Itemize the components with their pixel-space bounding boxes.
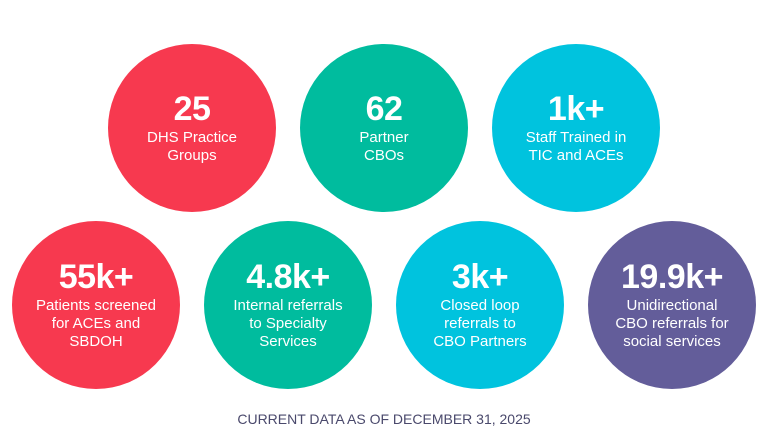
stat-value: 1k+	[547, 90, 605, 128]
stat-label-line: social services	[623, 333, 721, 350]
stat-label-line: CBO Partners	[433, 333, 527, 350]
stat-label-line: TIC and ACEs	[528, 147, 624, 164]
stat-label-line: SBDOH	[69, 333, 123, 350]
stat-label-line: Patients screened	[35, 297, 157, 314]
stat-label-line: CBOs	[363, 147, 404, 164]
stat-label-line: Staff Trained in	[525, 129, 627, 146]
stat-value: 55k+	[58, 258, 134, 296]
stat-label-line: Closed loop	[440, 297, 520, 314]
stat-label-line: Services	[259, 333, 317, 350]
stat-label-line: CBO referrals for	[615, 315, 729, 332]
stat-label-line: referrals to	[444, 315, 516, 332]
stat-value: 19.9k+	[621, 258, 723, 296]
stat-value: 4.8k+	[246, 258, 330, 296]
stat-label-line: Internal referrals	[233, 297, 343, 314]
stat-label-line: DHS Practice	[146, 129, 238, 146]
stat-label-line: Partner	[359, 129, 409, 146]
data-date-footer: CURRENT DATA AS OF DECEMBER 31, 2025	[237, 411, 531, 427]
stat-label-line: for ACEs and	[51, 315, 141, 332]
stat-label-line: Groups	[167, 147, 217, 164]
stat-value: 62	[365, 90, 403, 128]
stat-value: 3k+	[451, 258, 509, 296]
stat-label-line: Unidirectional	[626, 297, 718, 314]
stat-value: 25	[173, 90, 211, 128]
stat-label-line: to Specialty	[249, 315, 327, 332]
